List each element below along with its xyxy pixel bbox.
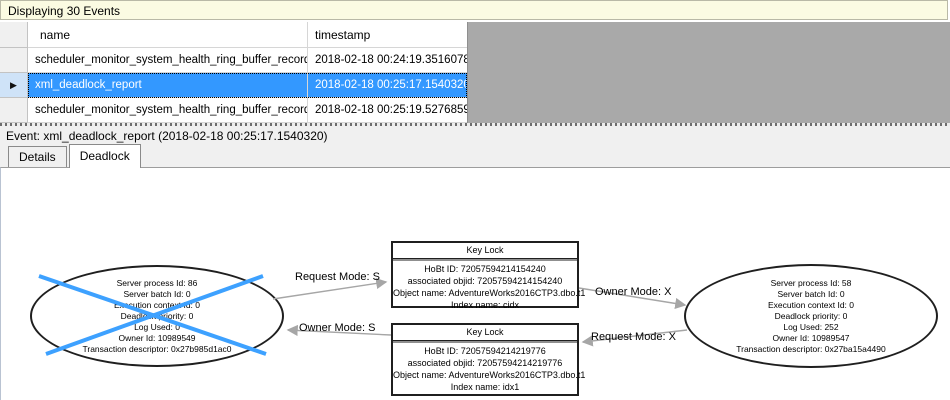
process-line: Owner Id: 10989549: [118, 332, 196, 343]
events-table: name timestamp scheduler_monitor_system_…: [0, 22, 468, 123]
row-selector[interactable]: [0, 48, 28, 73]
tab-deadlock[interactable]: Deadlock: [68, 144, 141, 168]
splitter-grip: [0, 123, 950, 126]
cell-timestamp[interactable]: 2018-02-18 00:24:19.3516078: [308, 48, 467, 73]
lock-title: Key Lock: [393, 325, 577, 341]
row-header-corner[interactable]: [0, 22, 28, 48]
table-header-row: name timestamp: [0, 22, 467, 48]
row-selector[interactable]: [0, 98, 28, 123]
lock-line: associated objid: 72057594214219776: [407, 358, 563, 368]
process-line: Server process Id: 86: [116, 277, 198, 288]
process-line: Server batch Id: 0: [777, 288, 845, 299]
cell-name[interactable]: scheduler_monitor_system_health_ring_buf…: [28, 98, 308, 123]
process-node-victim: Server process Id: 86 Server batch Id: 0…: [30, 265, 284, 367]
events-count-banner: Displaying 30 Events: [0, 0, 948, 20]
events-grid: name timestamp scheduler_monitor_system_…: [0, 22, 950, 123]
deadlock-graph-panel: Server process Id: 86 Server batch Id: 0…: [0, 167, 950, 400]
key-lock-node-cidx: Key Lock HoBt ID: 72057594214154240 asso…: [391, 241, 586, 310]
cell-timestamp[interactable]: 2018-02-18 00:25:17.1540320: [308, 73, 467, 98]
tab-details[interactable]: Details: [8, 146, 67, 167]
process-line: Log Used: 252: [783, 321, 839, 332]
process-line: Deadlock priority: 0: [774, 310, 848, 321]
selected-row-arrow-icon: ▶: [10, 79, 17, 90]
row-selector[interactable]: ▶: [0, 73, 28, 98]
edge-label-request-x: Request Mode: X: [591, 331, 676, 343]
process-line: Execution context Id: 0: [114, 299, 200, 310]
table-row-selected[interactable]: ▶ xml_deadlock_report 2018-02-18 00:25:1…: [0, 73, 467, 98]
cell-name[interactable]: scheduler_monitor_system_health_ring_buf…: [28, 48, 308, 73]
process-line: Log Used: 0: [134, 321, 180, 332]
edge-label-owner-x: Owner Mode: X: [595, 286, 672, 298]
lock-line: HoBt ID: 72057594214154240: [424, 264, 546, 274]
column-header-timestamp[interactable]: timestamp: [308, 22, 467, 48]
edge-label-request-s: Request Mode: S: [295, 271, 380, 283]
lock-line: associated objid: 72057594214154240: [407, 276, 563, 286]
lock-line: Index name: idx1: [450, 382, 520, 392]
table-row[interactable]: scheduler_monitor_system_health_ring_buf…: [0, 98, 467, 123]
lock-line: Index name: cidx: [450, 300, 520, 310]
lock-title: Key Lock: [393, 243, 577, 259]
process-node: Server process Id: 58 Server batch Id: 0…: [684, 264, 938, 368]
lock-line: Object name: AdventureWorks2016CTP3.dbo.…: [393, 288, 586, 298]
edge-label-owner-s: Owner Mode: S: [299, 322, 376, 334]
column-header-name[interactable]: name: [28, 22, 308, 48]
table-row[interactable]: scheduler_monitor_system_health_ring_buf…: [0, 48, 467, 73]
process-line: Execution context Id: 0: [768, 299, 854, 310]
edge-request-s: [272, 277, 388, 300]
cell-name[interactable]: xml_deadlock_report: [28, 73, 308, 98]
process-line: Transaction descriptor: 0x27b985d1ac0: [82, 343, 232, 354]
key-lock-node-idx1: Key Lock HoBt ID: 72057594214219776 asso…: [391, 323, 586, 396]
selected-event-caption: Event: xml_deadlock_report (2018-02-18 0…: [0, 128, 950, 144]
splitter-handle[interactable]: [0, 123, 950, 128]
lock-line: Object name: AdventureWorks2016CTP3.dbo.…: [393, 370, 586, 380]
process-line: Deadlock priority: 0: [120, 310, 194, 321]
process-line: Owner Id: 10989547: [772, 332, 850, 343]
process-line: Transaction descriptor: 0x27ba15a4490: [736, 343, 886, 354]
cell-timestamp[interactable]: 2018-02-18 00:25:19.5276859: [308, 98, 467, 123]
lock-line: HoBt ID: 72057594214219776: [424, 346, 546, 356]
process-line: Server process Id: 58: [770, 277, 852, 288]
process-line: Server batch Id: 0: [123, 288, 191, 299]
detail-tabstrip: Details Deadlock: [0, 144, 950, 168]
